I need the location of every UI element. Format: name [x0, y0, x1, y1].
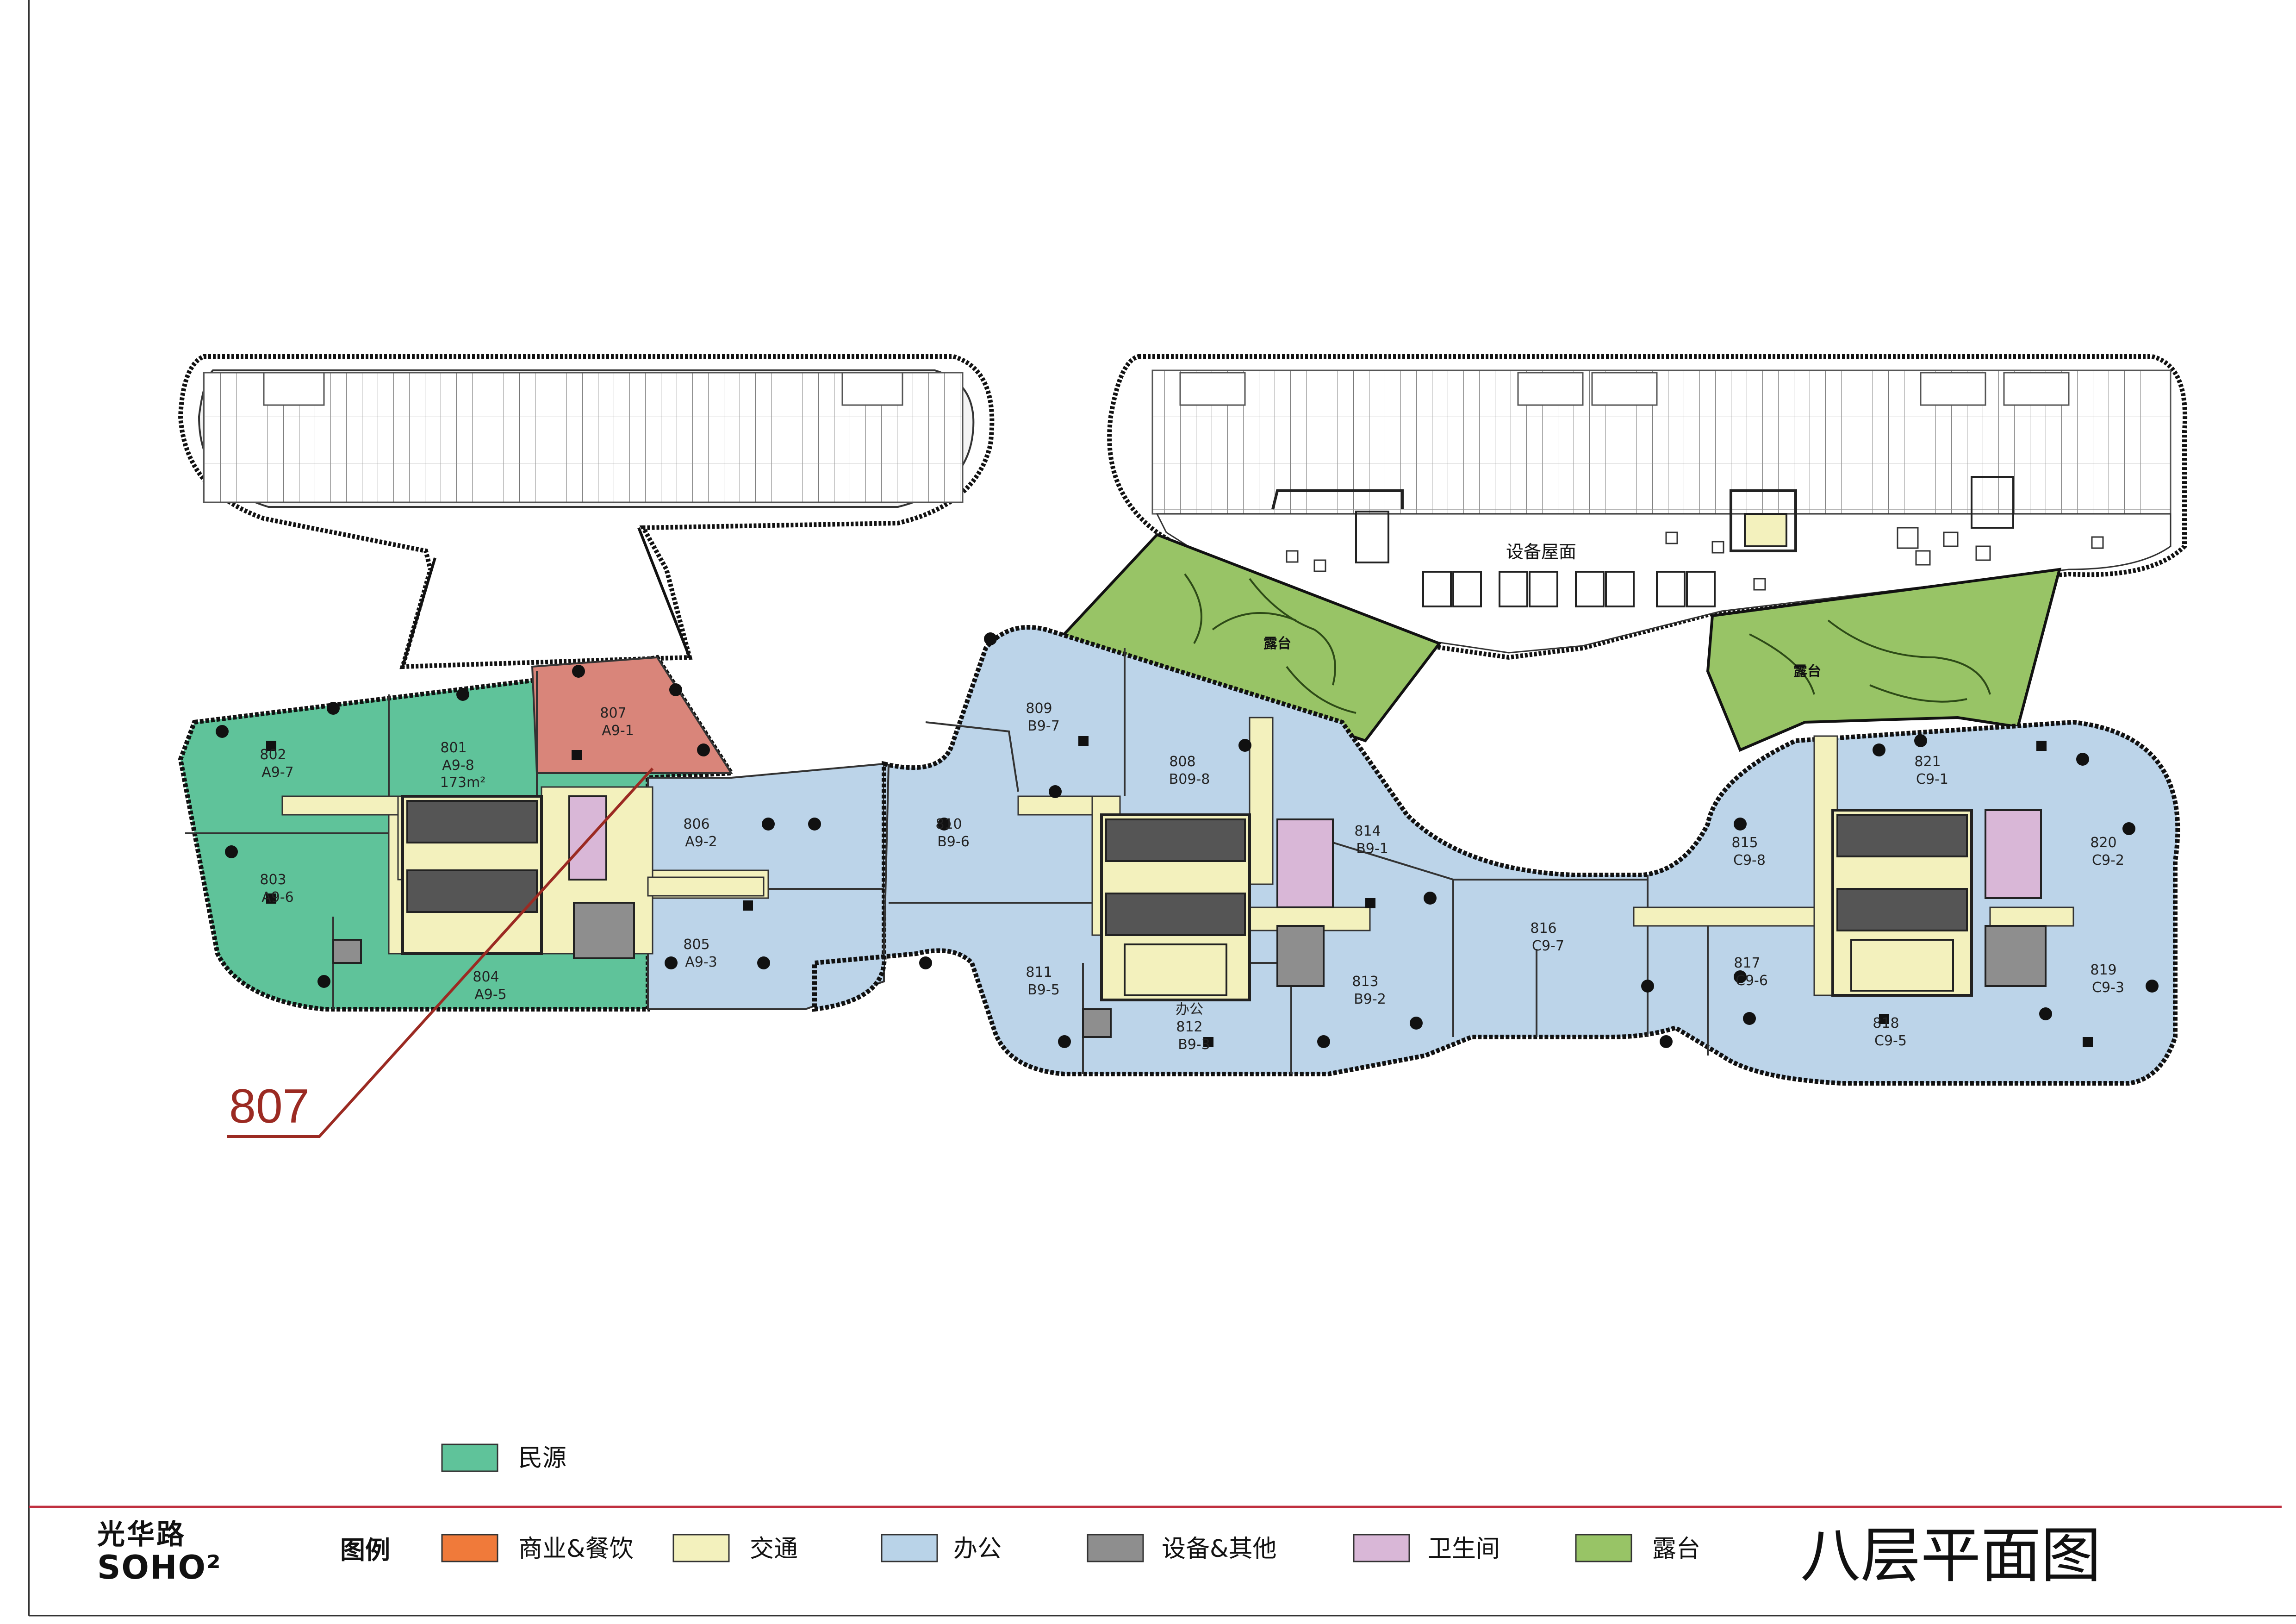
unit-811-number: 811 [1026, 964, 1052, 981]
unit-818-code: C9-5 [1874, 1033, 1907, 1049]
unit-813-number: 813 [1352, 974, 1378, 990]
unit-801-area: 173m² [440, 775, 486, 791]
unit-808-number: 808 [1169, 754, 1195, 770]
unit-803-code: A9-6 [261, 889, 294, 906]
brand-line2: SOHO² [97, 1549, 222, 1587]
legend-label-equipment: 设备&其他 [1162, 1535, 1277, 1563]
unit-816-number: 816 [1530, 920, 1556, 937]
unit-809-number: 809 [1026, 700, 1052, 717]
unit-820-code: C9-2 [2092, 852, 2124, 868]
legend-label-traffic: 交通 [750, 1535, 798, 1563]
left-roof-slab [178, 354, 995, 669]
unit-808-code: B09-8 [1169, 771, 1210, 787]
terrace-left: 露台 [1057, 533, 1442, 743]
top-legend: 民源 [441, 1443, 566, 1472]
unit-821-code: C9-1 [1916, 771, 1948, 787]
legend-swatch-terrace [1575, 1534, 1632, 1562]
unit-812-code: B9-3 [1178, 1037, 1210, 1053]
building-b [812, 625, 2180, 1086]
unit-801-number: 801 [440, 740, 467, 756]
legend-swatch-office [881, 1534, 938, 1562]
unit-806-code: A9-2 [685, 834, 717, 850]
legend-label-terrace: 露台 [1652, 1535, 1700, 1563]
legend: 图例 商业&餐饮 交通 办公 设备&其他 卫生间 露台 [340, 1534, 1700, 1565]
minyuan-swatch [441, 1443, 498, 1472]
unit-819-number: 819 [2090, 962, 2116, 978]
legend-swatch-equipment [1087, 1534, 1144, 1562]
unit-804-code: A9-5 [474, 987, 507, 1003]
legend-label-toilet: 卫生间 [1428, 1535, 1500, 1563]
brand-line1: 光华路 [97, 1518, 186, 1551]
terrace-right: 露台 [1706, 568, 2062, 752]
unit-814-code: B9-1 [1356, 841, 1388, 857]
legend-swatch-commercial [441, 1534, 498, 1562]
unit-813-code: B9-2 [1354, 991, 1386, 1007]
unit-802-number: 802 [260, 747, 286, 763]
unit-821-number: 821 [1914, 754, 1941, 770]
equipment-roof-label: 设备屋面 [1506, 542, 1576, 562]
unit-806-number: 806 [683, 816, 709, 832]
brand-logo: 光华路 SOHO² [97, 1518, 222, 1587]
unit-804-number: 804 [473, 969, 499, 985]
unit-818-number: 818 [1873, 1015, 1899, 1031]
legend-swatch-toilet [1353, 1534, 1410, 1562]
office-note-label: 办公 [1176, 1001, 1203, 1018]
unit-805-number: 805 [683, 937, 709, 953]
unit-819-code: C9-3 [2092, 980, 2124, 996]
unit-810-number: 810 [935, 816, 962, 832]
unit-812-number: 812 [1176, 1019, 1202, 1035]
unit-815-number: 815 [1731, 835, 1758, 851]
terrace-right-label: 露台 [1793, 663, 1821, 680]
legend-swatch-traffic [672, 1534, 730, 1562]
unit-803-number: 803 [260, 872, 286, 888]
terrace-left-label: 露台 [1263, 636, 1291, 652]
page-title: 八层平面图 [1800, 1520, 2101, 1591]
minyuan-label: 民源 [518, 1444, 566, 1472]
unit-809-code: B9-7 [1027, 718, 1060, 734]
unit-802-code: A9-7 [261, 764, 294, 781]
unit-817-code: C9-6 [1736, 973, 1768, 989]
legend-label-office: 办公 [953, 1535, 1002, 1563]
legend-label-commercial: 商业&餐饮 [518, 1535, 634, 1563]
unit-817-number: 817 [1734, 955, 1760, 971]
unit-820-number: 820 [2090, 835, 2116, 851]
callout-807-label: 807 [229, 1080, 310, 1133]
callout-807: 807 [227, 767, 654, 1138]
unit-labels: 802 A9-7 801 A9-8 173m² 807 A9-1 803 A9-… [260, 700, 2124, 1053]
unit-805-code: A9-3 [685, 954, 717, 970]
unit-814-number: 814 [1354, 823, 1381, 839]
unit-810-code: B9-6 [937, 834, 970, 850]
legend-heading: 图例 [340, 1536, 390, 1565]
unit-807-code: A9-1 [602, 723, 634, 739]
unit-816-code: C9-7 [1532, 938, 1564, 954]
unit-811-code: B9-5 [1027, 982, 1060, 998]
unit-801-code: A9-8 [442, 757, 474, 774]
building-a [178, 655, 885, 1012]
unit-807-number: 807 [600, 705, 626, 721]
unit-815-code: C9-8 [1733, 852, 1766, 868]
right-roof-slab: 设备屋面 [1107, 354, 2188, 660]
